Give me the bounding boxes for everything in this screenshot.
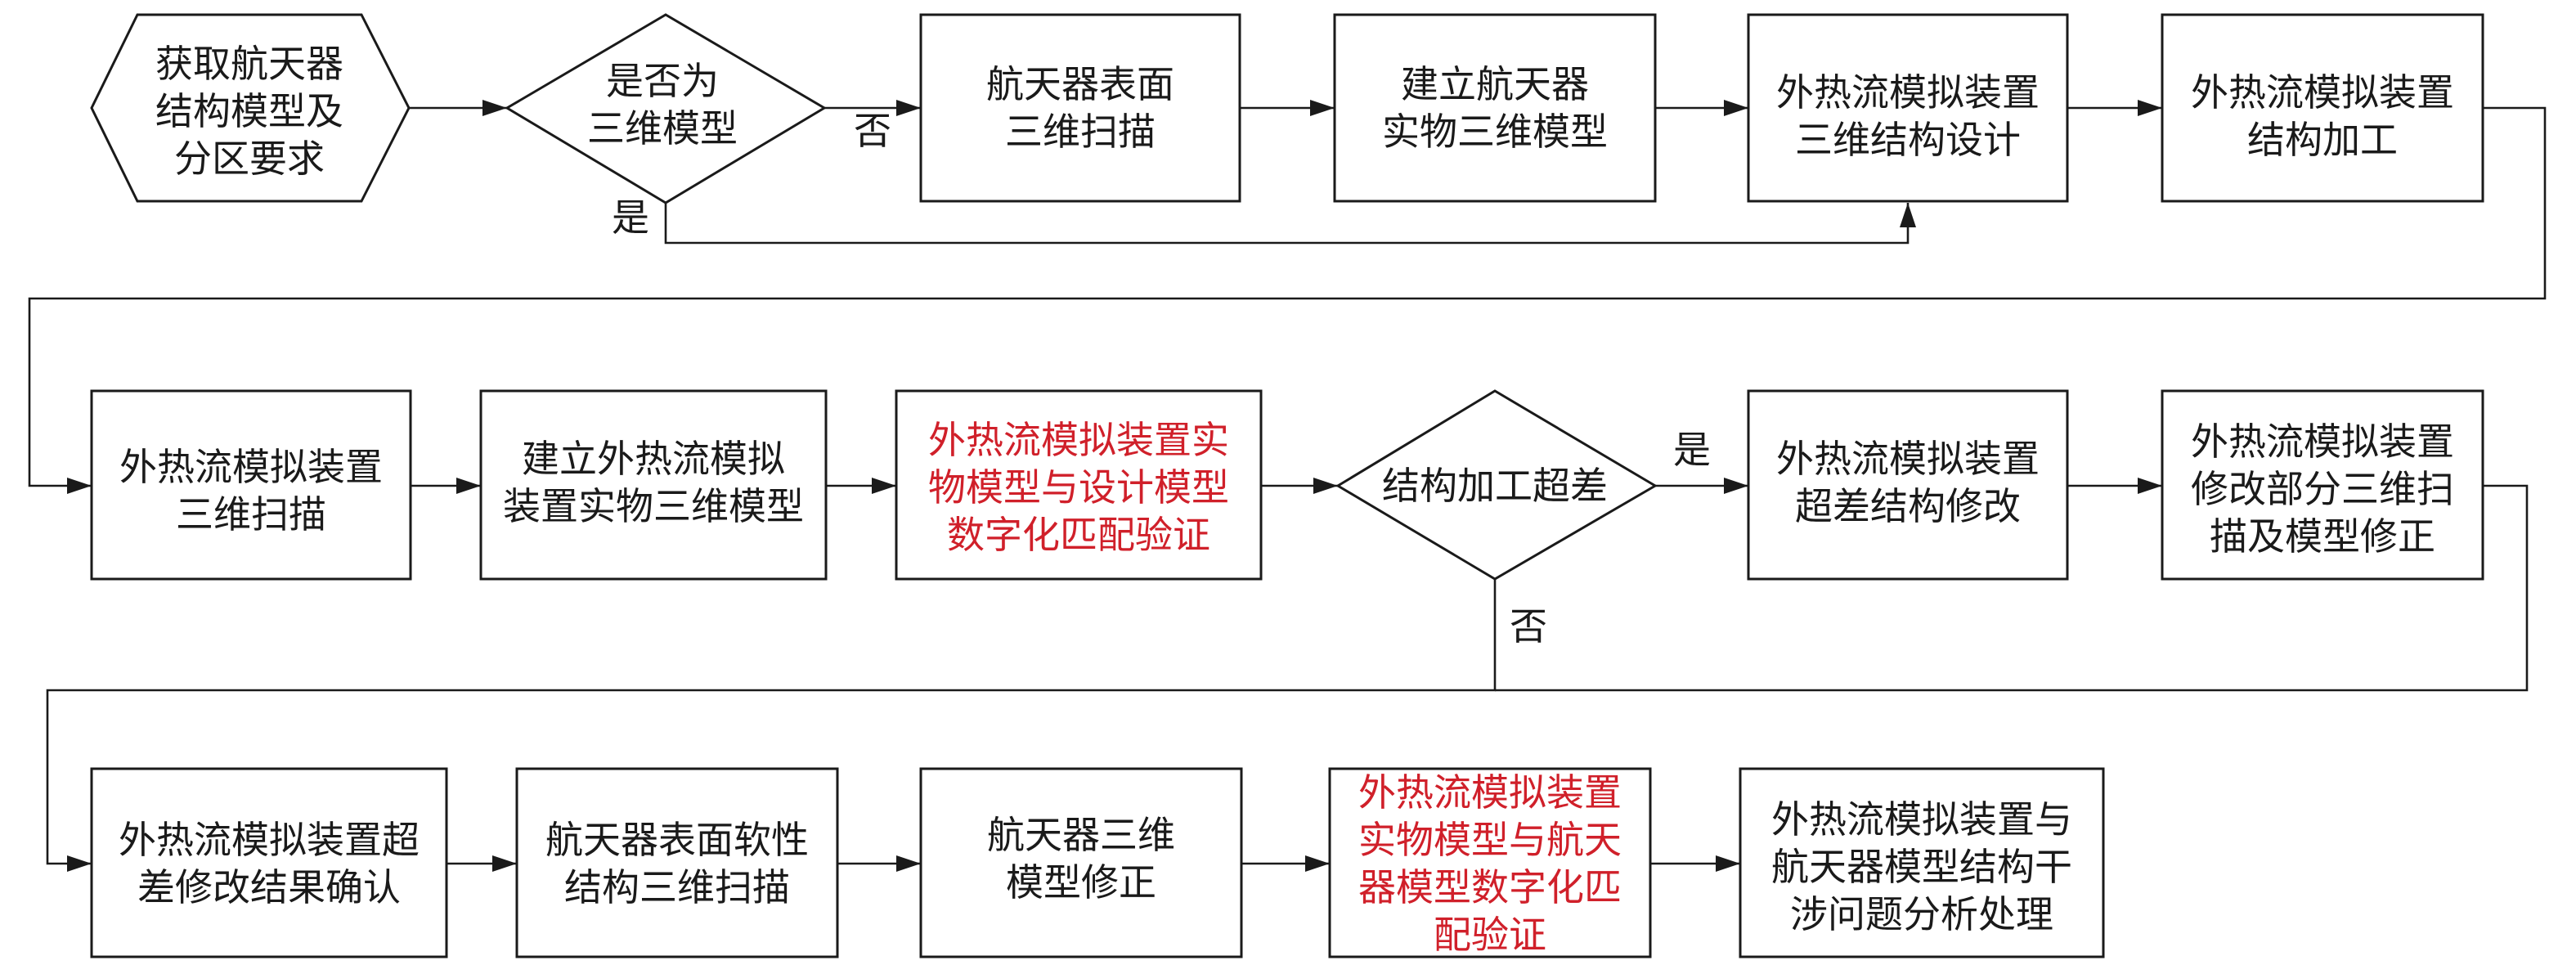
node-n4-shape xyxy=(2161,13,2484,203)
edge-n9-loop xyxy=(1495,484,2529,692)
node-label: 航天器表面三维扫描 xyxy=(986,62,1174,154)
edge-labels: 否 是 是 否 xyxy=(612,109,1711,649)
node-label: 建立航天器实物三维模型 xyxy=(1382,62,1608,154)
edge-n4-n5 xyxy=(28,106,2547,494)
node-n6-shape xyxy=(479,389,828,581)
node-label: 获取航天器结构模型及分区要求 xyxy=(155,42,343,181)
node-label: 结构加工超差 xyxy=(1382,464,1608,508)
node-n13-shape xyxy=(1328,767,1652,958)
node-label: 外热流模拟装置与航天器模型结构干涉问题分析处理 xyxy=(1771,797,2072,936)
node-n8-shape xyxy=(1747,389,2069,581)
edge-label-d2-no: 否 xyxy=(1510,604,1547,649)
node-n2-shape xyxy=(1333,13,1657,203)
edge-d1-n3-yes xyxy=(664,203,1916,245)
node-label: 外热流模拟装置三维扫描 xyxy=(119,445,383,536)
edge-label-d1-yes: 是 xyxy=(612,195,649,240)
node-label: 外热流模拟装置结构加工 xyxy=(2191,70,2454,162)
node-n7-shape xyxy=(895,389,1263,581)
node-n1-shape xyxy=(919,13,1241,203)
node-label: 外热流模拟装置修改部分三维扫描及模型修正 xyxy=(2191,420,2454,559)
node-label: 外热流模拟装置超差修改结果确认 xyxy=(119,818,420,909)
node-start-shape xyxy=(90,13,411,203)
node-n3-shape xyxy=(1747,13,2069,203)
node-label: 航天器三维模型修正 xyxy=(987,813,1175,904)
node-label: 外热流模拟装置超差结构修改 xyxy=(1776,437,2040,528)
connectors xyxy=(28,100,2547,872)
shapes xyxy=(90,13,2484,958)
node-d2-shape xyxy=(1335,389,1658,581)
node-n12-shape xyxy=(919,767,1243,958)
node-n11-shape xyxy=(515,767,839,958)
edge-label-d1-no: 否 xyxy=(854,109,891,153)
node-label: 航天器表面软性结构三维扫描 xyxy=(545,818,809,909)
node-label: 外热流模拟装置三维结构设计 xyxy=(1776,70,2040,162)
node-label: 外热流模拟装置实物模型与设计模型数字化匹配验证 xyxy=(928,418,1229,557)
edge-d2-n10 xyxy=(46,579,1497,872)
node-n10-shape xyxy=(90,767,448,958)
node-n14-shape xyxy=(1739,767,2105,958)
node-label: 是否为三维模型 xyxy=(587,59,738,150)
node-n5-shape xyxy=(90,389,412,581)
edge-label-d2-yes: 是 xyxy=(1673,428,1711,472)
node-n9-shape xyxy=(2161,389,2484,581)
node-label: 建立外热流模拟装置实物三维模型 xyxy=(503,437,804,528)
node-d1-shape xyxy=(505,13,827,204)
node-labels: 获取航天器结构模型及分区要求 是否为三维模型 航天器表面三维扫描 建立航天器实物… xyxy=(119,42,2454,957)
node-label: 外热流模拟装置实物模型与航天器模型数字化匹配验证 xyxy=(1358,770,1622,957)
